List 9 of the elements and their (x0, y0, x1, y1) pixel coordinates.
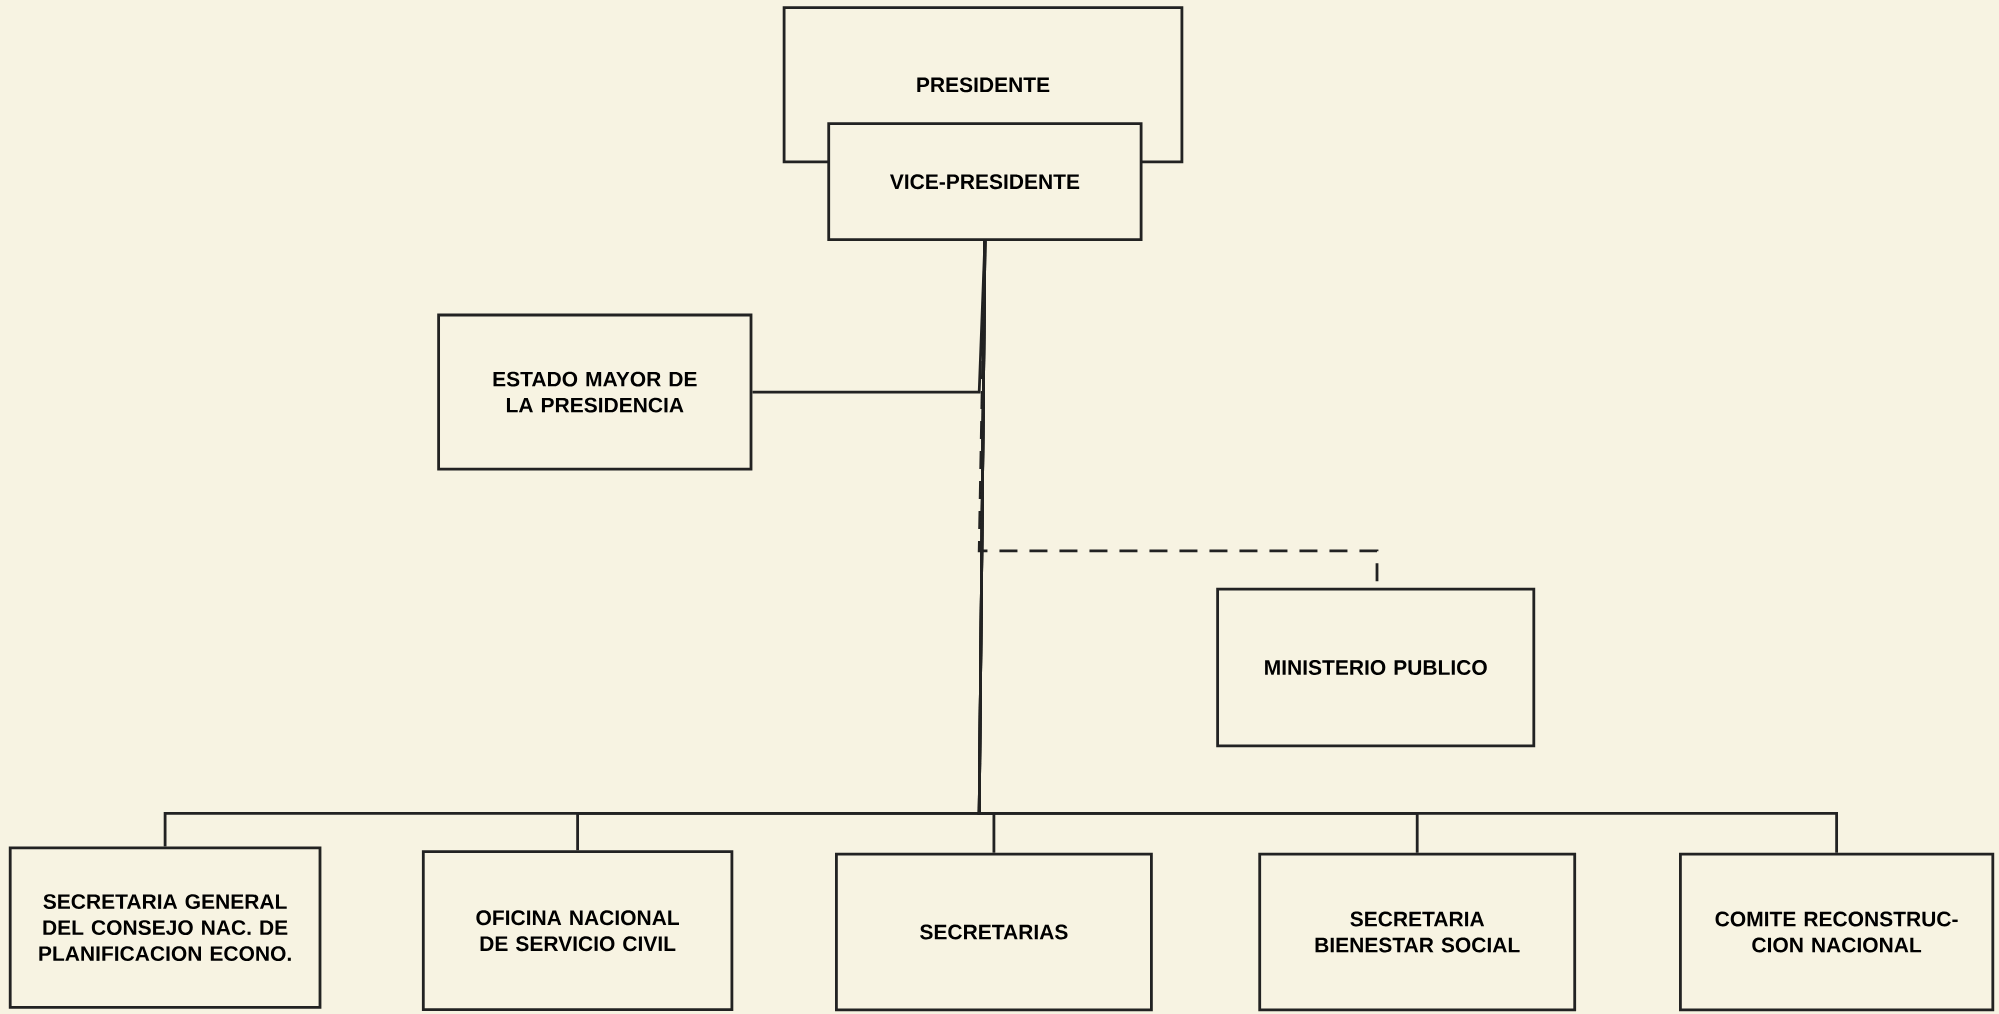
org-box: SECRETARIA BIENESTAR SOCIAL (1258, 852, 1577, 1012)
org-box: VICE-PRESIDENTE (827, 122, 1143, 242)
org-box: COMITE RECONSTRUC- CION NACIONAL (1679, 852, 1995, 1012)
org-box: ESTADO MAYOR DE LA PRESIDENCIA (437, 313, 753, 471)
org-box: SECRETARIA GENERAL DEL CONSEJO NAC. DE PLANIFICACION ECONO. (8, 846, 322, 1009)
org-box: OFICINA NACIONAL DE SERVICIO CIVIL (421, 850, 734, 1012)
connector-line (977, 241, 1838, 853)
org-box: SECRETARIAS (835, 852, 1153, 1012)
org-box: MINISTERIO PUBLICO (1216, 587, 1536, 748)
